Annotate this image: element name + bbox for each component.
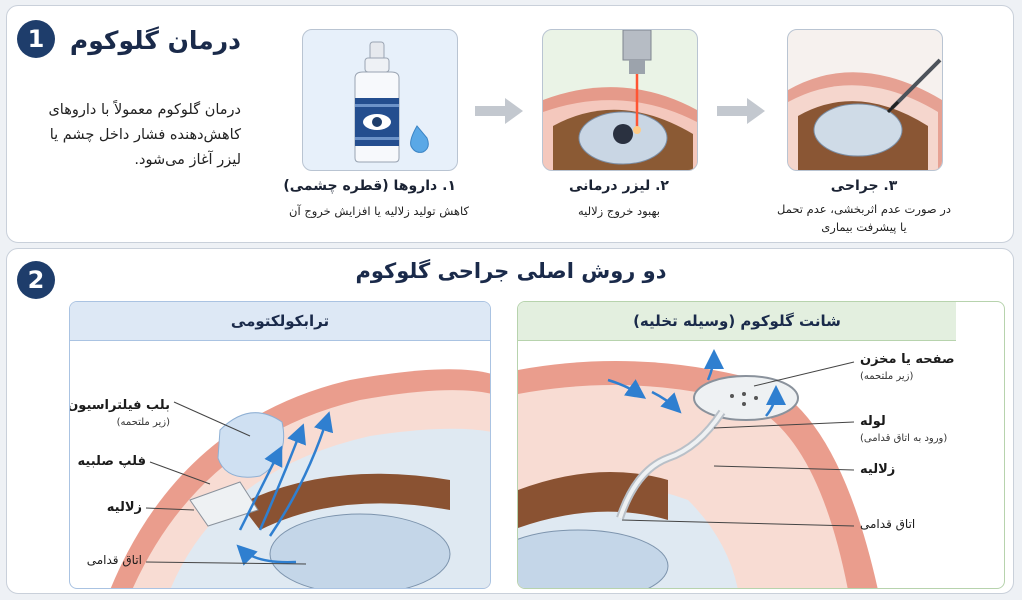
surgery-methods-title: دو روش اصلی جراحی گلوکوم: [355, 259, 667, 283]
step-3-title: ۳. جراحی: [830, 178, 898, 194]
step-3-desc-line2: یا پیشرفت بیماری: [821, 220, 907, 234]
arrow-right-icon: [717, 98, 765, 124]
trabeculectomy-panel: ترابکولکتومی بلب فیلتراسیون (زیر ملتحمه)…: [69, 301, 491, 589]
flap-label: فلپ صلبیه: [77, 454, 146, 469]
treatment-intro: درمان گلوکوم معمولاً با داروهای کاهش‌دهن…: [48, 102, 241, 168]
trabeculectomy-eye-illustration: [110, 369, 490, 588]
laser-eye-icon: [543, 30, 697, 170]
step-2-title: ۲. لیزر درمانی: [569, 178, 669, 194]
arrow-right-icon: [475, 98, 523, 124]
tube-sub-label: (ورود به اتاق قدامی): [860, 433, 948, 444]
section-badge-1: 1: [17, 20, 55, 58]
tube-label: لوله: [860, 414, 886, 429]
plate-label: صفحه یا مخزن: [860, 352, 955, 367]
surgery-eye-icon: [788, 58, 942, 170]
chamber-label-right: اتاق قدامی: [860, 517, 916, 531]
bleb-sub-label: (زیر ملتحمه): [116, 417, 170, 428]
section-badge-2: 2: [17, 261, 55, 299]
surgery-methods-panel: 2 دو روش اصلی جراحی گلوکوم ترابکولکتومی …: [6, 248, 1014, 594]
treatment-panel: 1 درمان گلوکوم درمان گلوکوم معمولاً با د…: [6, 5, 1014, 243]
laser-illustration: [542, 29, 698, 171]
trabeculectomy-header: ترابکولکتومی: [70, 302, 490, 341]
aqueous-label-left: زلالیه: [106, 500, 142, 515]
step-3-desc-line1: در صورت عدم اثربخشی، عدم تحمل: [777, 202, 951, 216]
aqueous-label-right: زلالیه: [860, 462, 896, 477]
step-1-title: ۱. داروها (قطره چشمی): [283, 178, 456, 194]
surgery-illustration: [787, 29, 943, 171]
shunt-eye-illustration: [518, 349, 878, 588]
treatment-title: درمان گلوکوم: [69, 26, 241, 55]
shunt-panel: شانت گلوکوم (وسیله تخلیه) صفحه یا مخزن: [517, 301, 1005, 589]
eye-drops-illustration: [302, 29, 458, 171]
step-1-desc: کاهش تولید زلالیه یا افزایش خروج آن: [289, 204, 469, 218]
step-2-desc: بهبود خروج زلالیه: [577, 204, 661, 218]
chamber-label-left: اتاق قدامی: [86, 553, 142, 567]
plate-sub-label: (زیر ملتحمه): [860, 371, 914, 382]
shunt-header: شانت گلوکوم (وسیله تخلیه): [518, 302, 956, 341]
eye-drop-bottle-icon: [354, 41, 429, 163]
bleb-label: بلب فیلتراسیون: [69, 398, 170, 413]
